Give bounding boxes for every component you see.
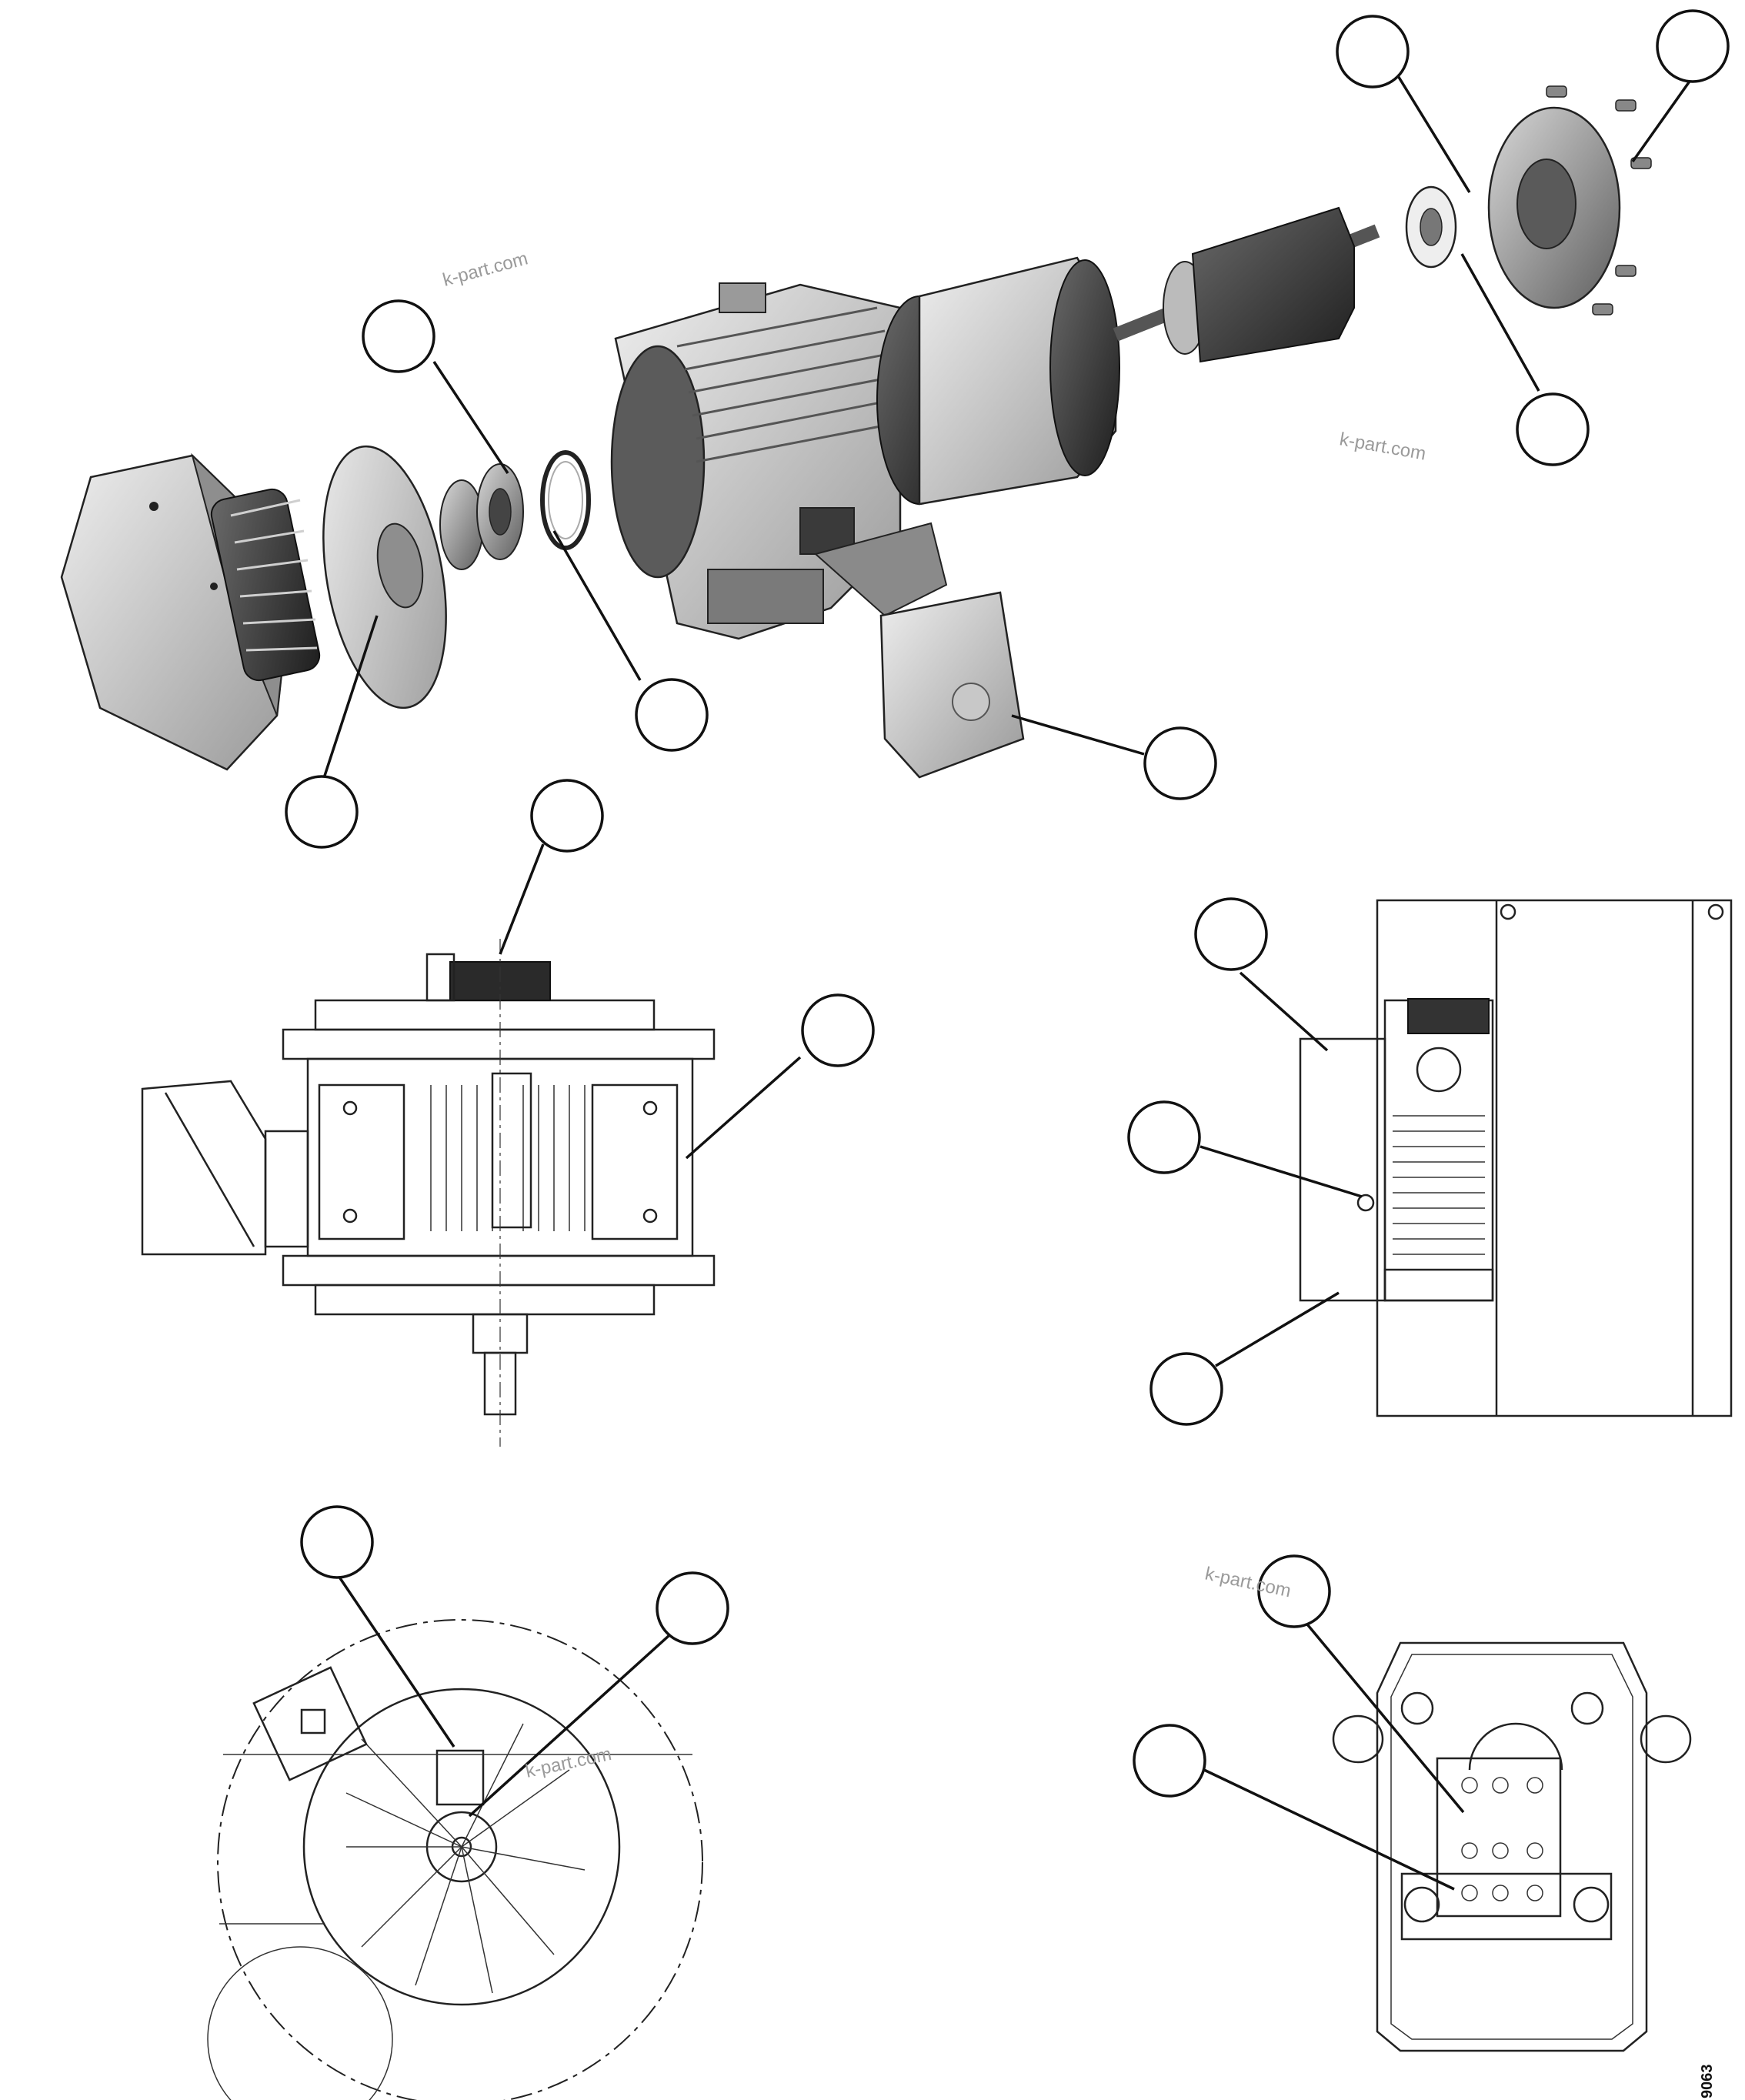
mounted-motor-top-view xyxy=(141,939,716,1447)
wave-washer xyxy=(540,450,591,550)
callout-bubble xyxy=(656,1571,729,1645)
callout-bubble xyxy=(1516,392,1590,466)
callout-bubble xyxy=(1194,897,1268,971)
end-bracket-fan-end xyxy=(322,445,447,709)
terminal-box xyxy=(813,522,1025,779)
callout-bubble xyxy=(1149,1352,1223,1426)
callout-bubbles xyxy=(285,9,1730,1798)
callout-bubble xyxy=(1656,9,1730,83)
leader-lines xyxy=(323,74,1694,1891)
callout-bubble xyxy=(1143,726,1217,800)
watermark: k-part.com xyxy=(1338,429,1427,464)
mounted-motor-side-view xyxy=(1299,899,1733,1417)
callout-bubble xyxy=(1336,15,1410,88)
terminal-box-detail-view xyxy=(1332,1641,1692,2052)
callout-bubble xyxy=(362,299,435,373)
watermark: k-part.com xyxy=(524,1744,613,1782)
exploded-motor-view xyxy=(60,85,1652,779)
callout-bubble xyxy=(300,1505,374,1579)
bearing-fan-end xyxy=(439,463,524,570)
callout-bubble xyxy=(801,993,875,1067)
stator-winding xyxy=(876,256,1120,506)
callout-bubble xyxy=(1133,1724,1206,1798)
end-bell-detail-view xyxy=(207,1619,703,2100)
callout-bubble xyxy=(1257,1554,1331,1628)
callout-bubble xyxy=(285,775,359,849)
callout-bubble xyxy=(635,678,709,752)
callout-bubble xyxy=(1127,1100,1201,1174)
drawing-code: 9063 xyxy=(1699,2065,1716,2099)
callout-bubble xyxy=(530,779,604,853)
watermark: k-part.com xyxy=(441,248,530,290)
rotor xyxy=(1113,206,1380,363)
cooling-fan xyxy=(210,488,321,682)
end-bracket-drive-end xyxy=(1487,85,1652,316)
bearing-drive-end xyxy=(1405,185,1457,269)
